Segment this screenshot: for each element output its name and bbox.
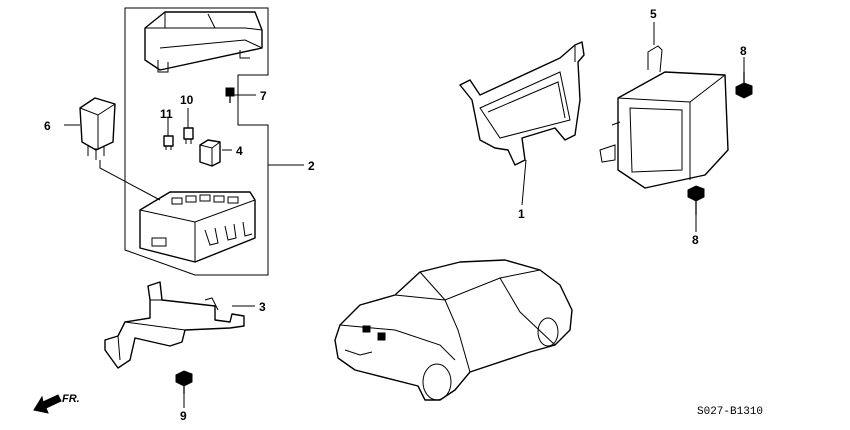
fuse-box-cover — [144, 11, 263, 73]
fuse-part-10 — [183, 127, 194, 144]
callout-11: 11 — [160, 107, 173, 121]
leader-lines — [64, 22, 745, 408]
callout-7: 7 — [260, 89, 267, 103]
callout-9: 9 — [180, 409, 187, 423]
callout-6: 6 — [44, 119, 51, 133]
callout-2: 2 — [308, 159, 315, 173]
bolt-part-9 — [175, 370, 193, 394]
callout-8-bottom: 8 — [692, 233, 699, 247]
fuse-box-base — [139, 191, 256, 263]
bolt-part-7 — [225, 87, 235, 103]
front-arrow-icon — [33, 394, 62, 414]
fuse-box-assembly-outline — [124, 7, 269, 276]
figure-code: S027-B1310 — [697, 406, 763, 418]
front-direction-indicator: FR. — [33, 393, 80, 414]
bolt-part-8-top — [735, 72, 753, 99]
callout-10: 10 — [180, 93, 194, 107]
front-direction-label: FR. — [62, 393, 80, 405]
fuse-block-part-4 — [199, 139, 221, 167]
bracket-part-3 — [104, 281, 245, 369]
callout-3: 3 — [259, 300, 266, 314]
relay-part-6 — [79, 97, 116, 160]
callout-4: 4 — [236, 144, 243, 158]
vehicle-illustration — [334, 259, 573, 401]
control-unit-part-5 — [599, 45, 729, 189]
callout-5: 5 — [650, 7, 657, 21]
fuse-part-11 — [163, 135, 174, 150]
bracket-part-1 — [459, 41, 585, 166]
callout-8-top: 8 — [740, 44, 747, 58]
callout-1: 1 — [518, 207, 525, 221]
bolt-part-8-bottom — [687, 185, 705, 215]
